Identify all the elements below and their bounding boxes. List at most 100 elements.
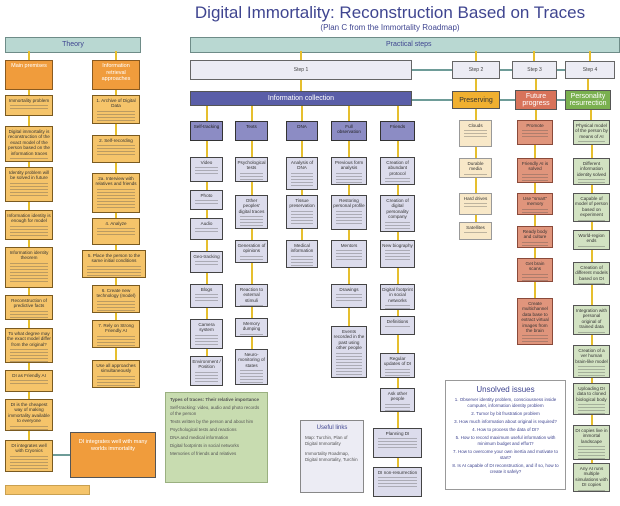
text-line xyxy=(578,182,605,184)
text-line xyxy=(97,300,135,302)
step-box: Step 4 xyxy=(565,61,615,79)
approach-box: 2. Self-recording xyxy=(92,135,140,163)
connector-line xyxy=(557,69,565,71)
collection-box: Photo xyxy=(190,190,223,210)
text-line xyxy=(578,458,605,459)
text-line xyxy=(195,334,218,336)
premise-box-label: Identity problem will be solved in futur… xyxy=(8,170,50,181)
approach-box: 6. Create new technology (model) xyxy=(92,285,140,313)
text-line xyxy=(195,167,218,169)
text-line xyxy=(378,444,417,446)
collection-box: Definitions xyxy=(380,316,415,335)
text-line xyxy=(240,175,263,177)
premise-box-label: Information identity theorem xyxy=(9,250,49,261)
text-line xyxy=(336,210,362,212)
text-line xyxy=(195,380,218,382)
text-line xyxy=(240,216,263,218)
resurrection-box-label: Creation of different models based on DI xyxy=(575,265,608,281)
future-box-label: Create multichannel data base to extract… xyxy=(521,301,549,334)
text-line xyxy=(97,203,135,205)
text-line xyxy=(291,213,313,215)
phase-header: Personality resurrection xyxy=(565,90,611,110)
approach-box: 7. Rely on Strong Friendly AI xyxy=(92,320,140,348)
connector-line xyxy=(412,69,452,71)
premise-box-label: Main premises xyxy=(11,63,47,69)
future-box-label: Get brain scans xyxy=(525,261,545,272)
useful-links-panel: Useful links Map: Turchin, Plan of Digit… xyxy=(300,420,364,493)
text-line xyxy=(378,447,417,449)
approach-box: 4. Analyze xyxy=(92,218,140,245)
collection-box: Full observation xyxy=(331,121,367,141)
approach-box: Use all approaches simultaneously xyxy=(92,360,140,388)
connector-line xyxy=(412,99,452,101)
future-box: Friendly AI is solved xyxy=(517,158,553,183)
connector-line xyxy=(587,79,589,90)
connector-line xyxy=(301,106,303,121)
text-line xyxy=(385,224,410,226)
connector-line xyxy=(53,454,70,456)
connector-line xyxy=(533,51,535,61)
future-box: Ready body and culture xyxy=(517,226,553,248)
text-line xyxy=(336,373,362,375)
connector-line xyxy=(557,99,565,101)
text-line xyxy=(578,446,605,448)
collection-box: Texts xyxy=(235,121,268,141)
collection-box-label: Environment / Position xyxy=(192,359,221,370)
text-line xyxy=(10,461,48,463)
useful-link[interactable]: Immortality Roadmap, Digital Immortality… xyxy=(305,451,358,462)
text-line xyxy=(522,133,548,135)
text-line xyxy=(464,203,487,205)
premise-box: Immortality problem xyxy=(5,95,53,116)
unsolved-issue: 4. How to process the data of DI? xyxy=(472,427,539,432)
text-line xyxy=(522,279,548,281)
preserving-box: Satellites xyxy=(459,222,492,240)
text-line xyxy=(10,455,48,457)
preserving-box: Durable media xyxy=(459,158,492,178)
collection-box: Psychological tests xyxy=(235,157,268,182)
unsolved-issues-title: Unsolved issues xyxy=(476,385,535,394)
text-line xyxy=(336,367,362,369)
text-line xyxy=(336,376,362,377)
collection-box-label: Ask other people xyxy=(387,391,408,402)
resurrection-box-label: Different information identity solved xyxy=(576,161,607,177)
premise-box-label: Information identity is enough for model xyxy=(7,213,51,224)
text-line xyxy=(336,181,362,183)
text-line xyxy=(195,200,218,202)
unsolved-issue: 3. How much information about original i… xyxy=(454,419,557,424)
text-line xyxy=(385,227,410,229)
traces-note-title: Types of traces: Their relative importan… xyxy=(170,397,259,402)
text-line xyxy=(578,366,605,368)
text-line xyxy=(336,216,362,218)
text-line xyxy=(522,208,548,210)
text-line xyxy=(97,375,135,377)
preserving-box: Hard drives xyxy=(459,193,492,215)
text-line xyxy=(10,277,48,279)
text-line xyxy=(195,337,218,339)
text-line xyxy=(10,188,48,190)
text-line xyxy=(291,181,313,183)
text-line xyxy=(240,382,263,384)
text-line xyxy=(291,258,313,260)
text-line xyxy=(10,268,48,270)
useful-links-title: Useful links xyxy=(316,425,348,431)
text-line xyxy=(385,326,410,328)
collection-box: Planning DI xyxy=(373,428,422,458)
connector-line xyxy=(535,110,537,120)
text-line xyxy=(578,410,605,412)
collection-box: Neuro-monitoring of states xyxy=(235,349,268,385)
resurrection-box: Physical model of the person by means of… xyxy=(573,120,610,145)
text-line xyxy=(578,375,605,377)
text-line xyxy=(522,136,548,138)
text-line xyxy=(10,361,48,362)
text-line xyxy=(97,228,135,230)
text-line xyxy=(10,231,48,233)
useful-link[interactable]: Map: Turchin, Plan of Digital Immortalit… xyxy=(305,435,348,446)
connector-line xyxy=(535,79,537,90)
text-line xyxy=(464,206,487,208)
collection-box-label: Camera system xyxy=(198,322,215,333)
future-box: Create multichannel data base to extract… xyxy=(517,298,553,345)
connector-line xyxy=(28,51,30,60)
connector-line xyxy=(474,120,477,240)
text-line xyxy=(10,310,48,312)
text-line xyxy=(336,352,362,354)
